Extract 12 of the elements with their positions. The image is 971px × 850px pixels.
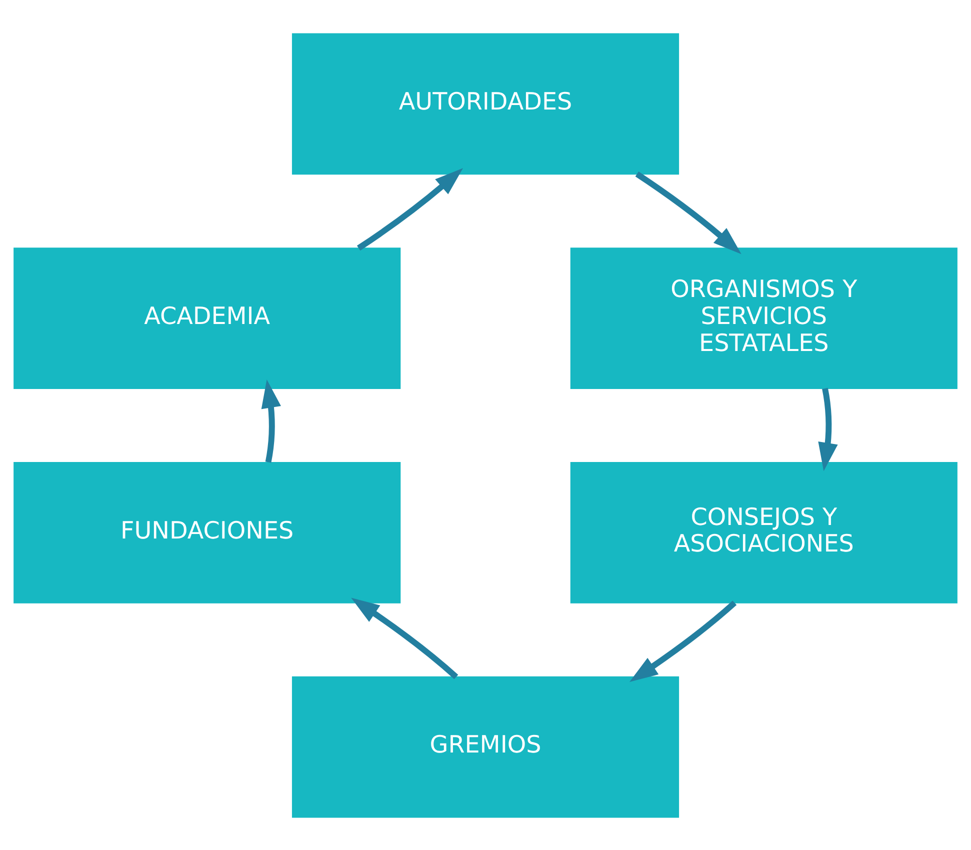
node-box: GREMIOS xyxy=(292,676,680,818)
arrow xyxy=(351,597,458,679)
arrow xyxy=(818,387,838,471)
node-box: ORGANISMOS Y SERVICIOS ESTATALES xyxy=(570,247,958,389)
arrow xyxy=(630,600,737,682)
node-box: FUNDACIONES xyxy=(14,461,401,603)
node-box: AUTORIDADES xyxy=(292,32,680,174)
arrow xyxy=(635,171,742,254)
arrow xyxy=(261,379,281,462)
arrow xyxy=(356,168,463,250)
node-box: ACADEMIA xyxy=(14,247,401,389)
node-box: CONSEJOS Y ASOCIACIONES xyxy=(570,461,958,603)
